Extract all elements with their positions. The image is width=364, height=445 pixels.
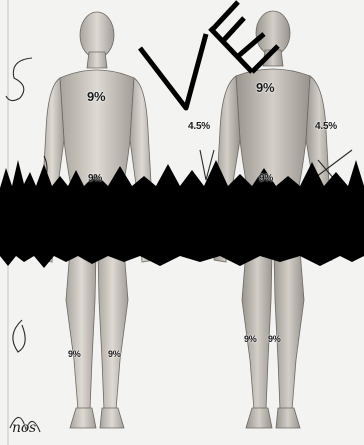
label-back-arm-left: 4.5% (188, 121, 210, 132)
front-neck (87, 52, 107, 68)
front-head (80, 12, 114, 58)
label-front-chest: 9% (87, 89, 105, 104)
handwriting-note: nos (12, 420, 36, 436)
label-back-lower: 9% (259, 173, 273, 184)
label-back-leg-right: 9% (268, 334, 281, 344)
back-foot-right (276, 408, 300, 428)
front-foot-right (100, 408, 124, 428)
label-back-leg-left: 9% (244, 334, 257, 344)
label-front-abdomen: 9% (88, 173, 102, 184)
watermark-v (140, 34, 206, 108)
back-foot-left (246, 408, 272, 428)
front-foot-left (70, 408, 96, 428)
label-front-leg-right: 9% (108, 349, 121, 359)
label-back-arm-right: 4.5% (315, 121, 337, 132)
label-front-leg-left: 9% (68, 349, 81, 359)
label-back-upper: 9% (256, 80, 274, 95)
